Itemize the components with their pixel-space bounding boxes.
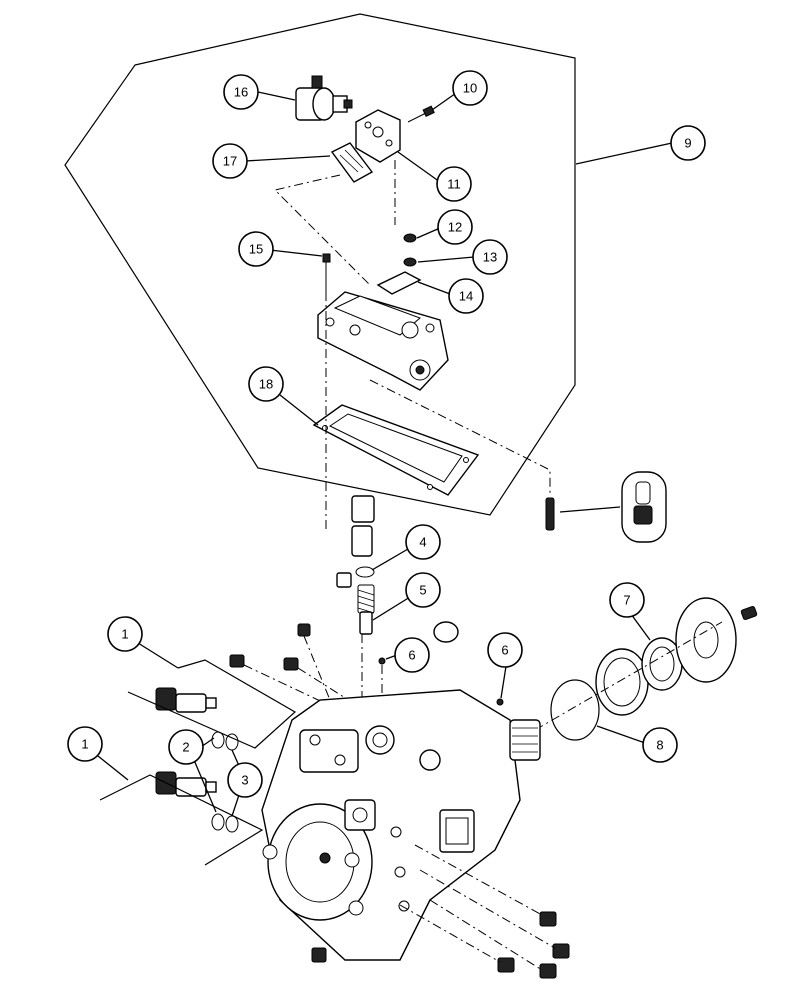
svg-text:13: 13 [483,250,497,265]
solenoid-part [295,75,353,121]
valve-spool-part [351,495,375,557]
gasket-part-17 [330,142,374,183]
adapter-block-part [355,109,401,163]
bolt-part-right [740,605,758,621]
bottom-plug-1 [311,947,327,963]
svg-text:11: 11 [447,177,461,192]
thrust-plate-part [675,597,737,683]
bottom-plug-4 [539,963,557,979]
callout-1-lower: 1 [67,726,103,762]
callout-14: 14 [448,278,484,314]
check-valve-part [545,497,555,531]
control-housing-part [317,291,449,391]
callout-7: 7 [609,582,645,618]
svg-text:14: 14 [459,289,473,304]
relief-valve-group-bracket-lower [99,774,264,866]
o-ring-upper-2 [211,731,225,749]
svg-text:4: 4 [419,535,426,550]
o-ring-part-4 [355,566,375,578]
bottom-plug-2 [539,911,557,927]
svg-text:1: 1 [81,737,88,752]
pin-part-5 [359,611,373,635]
svg-text:10: 10 [463,81,477,96]
callout-12: 12 [437,209,473,245]
svg-text:6: 6 [501,643,508,658]
svg-text:8: 8 [656,738,663,753]
callout-2: 2 [168,729,204,765]
gasket-part-18 [312,404,480,496]
plug-part-small [336,572,352,588]
small-ball-6a [378,657,386,665]
cap-screw-left-1 [229,654,245,668]
svg-text:5: 5 [419,583,426,598]
callout-15: 15 [238,231,274,267]
callout-10: 10 [452,70,488,106]
seal-part [595,648,649,716]
callout-13: 13 [472,239,508,275]
small-ball-6b [496,698,504,706]
cap-screw-left-2 [283,657,299,671]
relief-valve-upper [155,687,217,713]
cap-screw-top [297,623,311,637]
callout-6-left: 6 [394,637,430,673]
plug-part-top-right [433,621,459,643]
callout-5: 5 [405,572,441,608]
o-ring-part-8 [550,679,600,741]
o-ring-lower-3 [225,815,239,833]
callout-1-upper: 1 [107,616,143,652]
svg-text:16: 16 [234,85,248,100]
callout-18: 18 [248,366,284,402]
control-assembly-group-outline [64,13,576,516]
svg-text:7: 7 [623,593,630,608]
o-ring-lower-2 [211,813,225,831]
washer-part-13 [403,257,417,267]
callout-6-right: 6 [487,632,523,668]
callout-8: 8 [642,727,678,763]
screw-part-10 [407,105,435,123]
svg-text:12: 12 [448,220,462,235]
callout-3: 3 [227,762,263,798]
pump-body-part [261,689,541,961]
svg-text:9: 9 [684,136,691,151]
bottom-plug-3 [552,943,570,959]
bolt-part-15 [322,253,331,292]
callout-11: 11 [436,166,472,202]
svg-text:17: 17 [223,154,237,169]
svg-text:15: 15 [249,242,263,257]
svg-text:6: 6 [408,648,415,663]
callout-17: 17 [212,143,248,179]
svg-text:2: 2 [182,740,189,755]
bottom-plug-5 [497,957,515,973]
callout-16: 16 [223,74,259,110]
washer-part-12 [403,233,417,243]
svg-text:18: 18 [259,377,273,392]
svg-text:1: 1 [121,627,128,642]
relief-valve-group-bracket-upper [127,659,297,749]
spring-part [357,584,375,614]
callout-9: 9 [670,125,706,161]
svg-text:3: 3 [241,773,248,788]
check-valve-detail-inset [621,471,667,543]
callout-4: 4 [405,524,441,560]
plate-part-14 [376,271,422,295]
